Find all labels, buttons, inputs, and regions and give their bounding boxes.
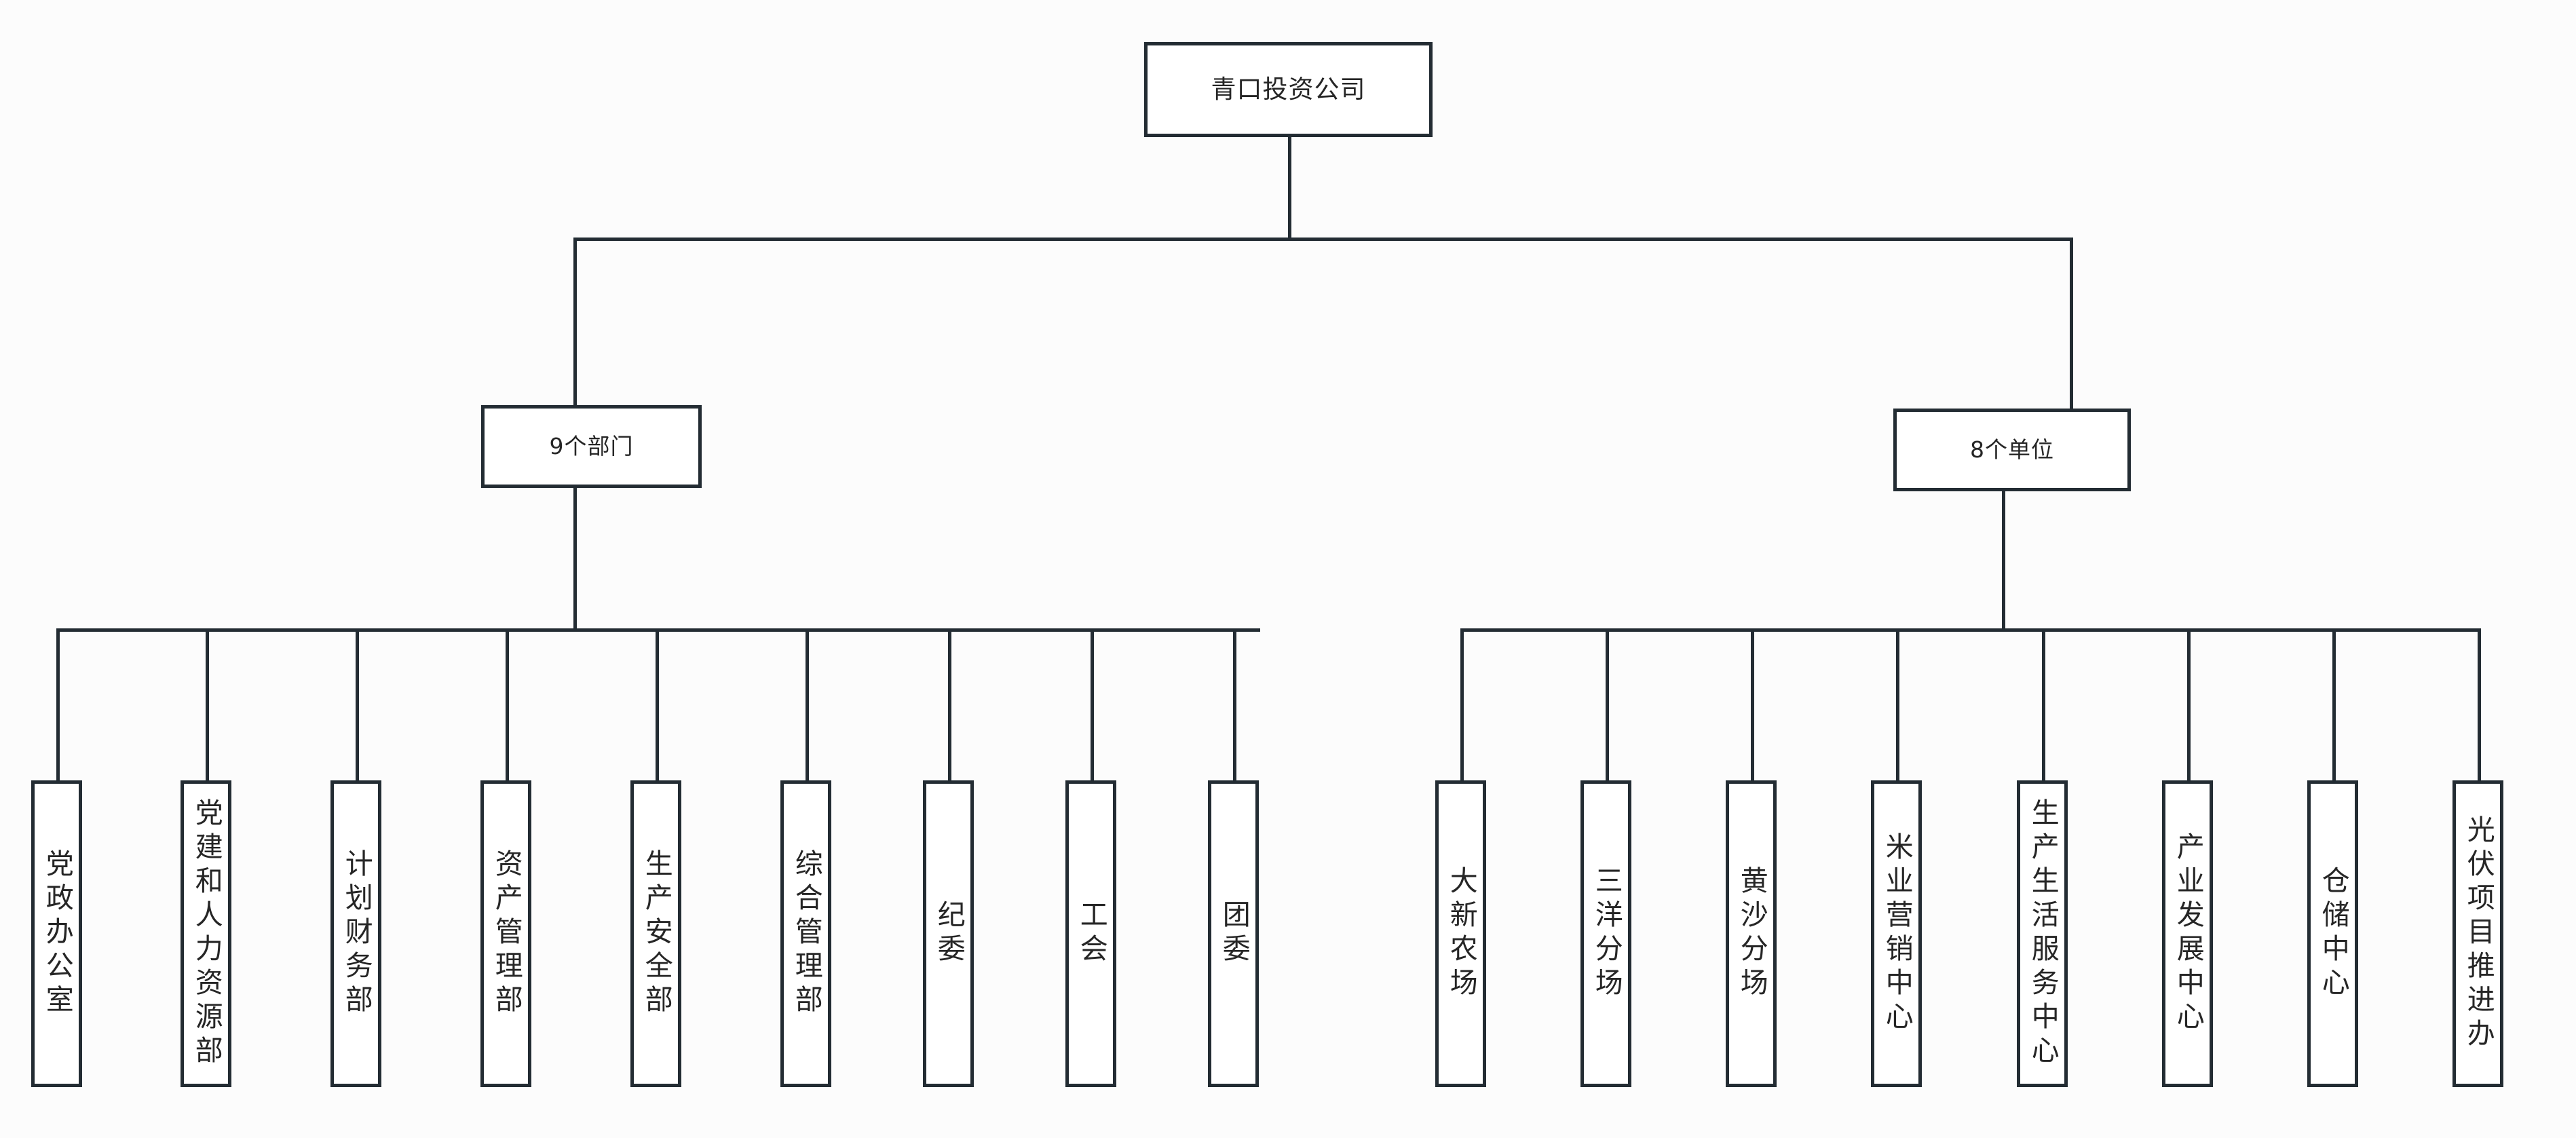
node-unit-1[interactable]: 大新农场 — [1435, 780, 1486, 1087]
node-root[interactable]: 青口投资公司 — [1144, 42, 1433, 137]
connector-departments-stem — [573, 488, 577, 631]
connector-drop-dept-7 — [948, 628, 951, 782]
connector-drop-dept-2 — [206, 628, 209, 782]
node-unit-5[interactable]: 生产生活服务中心 — [2017, 780, 2068, 1087]
node-department-7[interactable]: 纪委 — [923, 780, 974, 1087]
connector-root-stem — [1288, 136, 1291, 239]
connector-drop-unit-7 — [2332, 628, 2336, 782]
connector-drop-dept-3 — [356, 628, 359, 782]
node-unit-8-label: 光伏项目推进办 — [2462, 815, 2495, 1052]
connector-drop-unit-3 — [1751, 628, 1754, 782]
node-department-2-label: 党建和人力资源部 — [190, 798, 223, 1069]
connector-units-bar — [1460, 628, 2478, 632]
node-departments-group[interactable]: 9个部门 — [481, 405, 702, 488]
node-unit-1-label: 大新农场 — [1445, 866, 1478, 1002]
node-unit-3[interactable]: 黄沙分场 — [1726, 780, 1777, 1087]
node-departments-group-label: 9个部门 — [549, 433, 634, 460]
node-root-label: 青口投资公司 — [1211, 74, 1366, 104]
node-department-9-label: 团委 — [1217, 900, 1251, 968]
connector-drop-dept-4 — [506, 628, 509, 782]
connector-to-units — [2070, 238, 2073, 409]
connector-root-bar — [573, 238, 2073, 241]
node-unit-6[interactable]: 产业发展中心 — [2162, 780, 2213, 1087]
node-department-3[interactable]: 计划财务部 — [330, 780, 381, 1087]
node-department-6[interactable]: 综合管理部 — [780, 780, 831, 1087]
node-department-3-label: 计划财务部 — [340, 849, 373, 1019]
node-department-7-label: 纪委 — [932, 900, 966, 968]
node-units-group[interactable]: 8个单位 — [1893, 409, 2131, 491]
node-department-5[interactable]: 生产安全部 — [630, 780, 681, 1087]
connector-drop-unit-8 — [2478, 628, 2481, 782]
node-unit-7[interactable]: 仓储中心 — [2307, 780, 2358, 1087]
node-unit-7-label: 仓储中心 — [2317, 866, 2350, 1002]
node-unit-6-label: 产业发展中心 — [2172, 832, 2205, 1036]
node-unit-4[interactable]: 米业营销中心 — [1871, 780, 1922, 1087]
connector-drop-dept-8 — [1091, 628, 1094, 782]
node-unit-4-label: 米业营销中心 — [1880, 832, 1914, 1036]
node-department-9[interactable]: 团委 — [1208, 780, 1259, 1087]
connector-to-departments — [573, 238, 577, 405]
node-department-4[interactable]: 资产管理部 — [480, 780, 531, 1087]
node-unit-2-label: 三洋分场 — [1590, 866, 1623, 1002]
connector-drop-dept-9 — [1233, 628, 1236, 782]
node-department-1[interactable]: 党政办公室 — [31, 780, 82, 1087]
node-unit-3-label: 黄沙分场 — [1735, 866, 1768, 1002]
node-department-5-label: 生产安全部 — [640, 849, 673, 1019]
node-department-8[interactable]: 工会 — [1065, 780, 1116, 1087]
connector-drop-dept-6 — [806, 628, 809, 782]
node-unit-5-label: 生产生活服务中心 — [2026, 798, 2060, 1069]
node-department-6-label: 综合管理部 — [790, 849, 823, 1019]
connector-drop-dept-1 — [56, 628, 60, 782]
node-department-8-label: 工会 — [1075, 900, 1108, 968]
connector-drop-unit-1 — [1460, 628, 1464, 782]
node-department-2[interactable]: 党建和人力资源部 — [181, 780, 231, 1087]
node-unit-2[interactable]: 三洋分场 — [1580, 780, 1631, 1087]
connector-units-stem — [2002, 491, 2005, 632]
connector-drop-dept-5 — [656, 628, 659, 782]
node-units-group-label: 8个单位 — [1970, 436, 2054, 463]
connector-drop-unit-2 — [1606, 628, 1609, 782]
connector-drop-unit-5 — [2042, 628, 2045, 782]
node-unit-8[interactable]: 光伏项目推进办 — [2452, 780, 2503, 1087]
connector-drop-unit-4 — [1896, 628, 1899, 782]
connector-drop-unit-6 — [2187, 628, 2191, 782]
node-department-1-label: 党政办公室 — [41, 849, 74, 1019]
node-department-4-label: 资产管理部 — [490, 849, 523, 1019]
